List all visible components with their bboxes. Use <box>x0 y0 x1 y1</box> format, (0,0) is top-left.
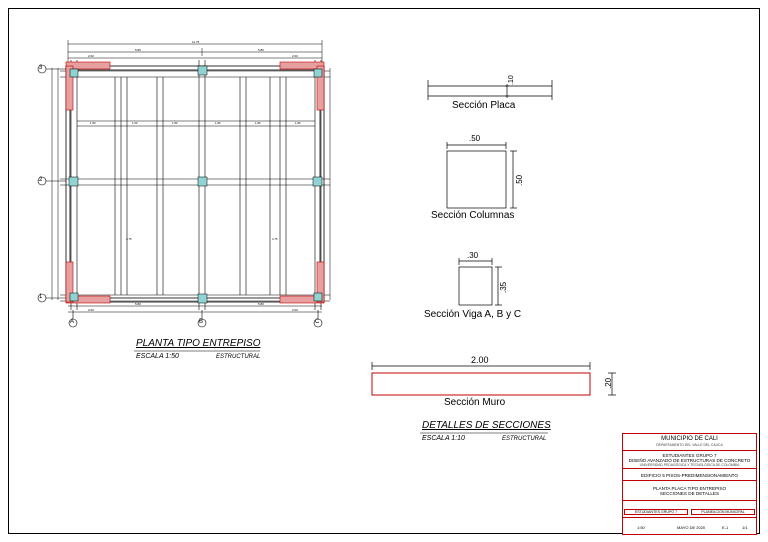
department: DEPARTAMENTO DEL VALLE DEL CAUCA <box>656 443 723 447</box>
axis-label-1: 1 <box>39 294 43 300</box>
approver: PLANEACIÓN MUNICIPAL <box>691 509 755 515</box>
svg-text:1.80: 1.80 <box>172 121 178 125</box>
axis-label-2: 2 <box>39 177 43 183</box>
title-block-students-row: ESTUDIANTES GRUPO 7 DISEÑO AVANZADO DE E… <box>623 451 756 469</box>
section-viga-label: Sección Viga A, B y C <box>424 309 522 320</box>
svg-text:2.00: 2.00 <box>88 54 94 58</box>
designer: ESTUDIANTES GRUPO 7 <box>624 509 688 515</box>
students: ESTUDIANTES GRUPO 7 <box>662 453 717 458</box>
columnas-width-dim: .50 <box>469 134 481 143</box>
svg-text:1.00: 1.00 <box>132 121 138 125</box>
svg-text:1.80: 1.80 <box>215 121 221 125</box>
svg-text:5.80: 5.80 <box>135 48 141 52</box>
svg-text:5.80: 5.80 <box>258 302 264 306</box>
svg-text:2.00: 2.00 <box>292 308 298 312</box>
details-title: DETALLES DE SECCIONES <box>422 420 551 431</box>
muro-width-dim: 2.00 <box>471 355 489 365</box>
axis-label-c: C <box>315 319 320 325</box>
sheet-total-value: 1/1 <box>742 525 748 530</box>
muro-height-dim: .20 <box>604 377 613 389</box>
municipality: MUNICIPIO DE CALI <box>661 436 718 442</box>
details-discipline: ESTRUCTURAL <box>502 436 547 442</box>
plan-title: PLANTA TIPO ENTREPISO <box>136 338 261 349</box>
svg-text:1.80: 1.80 <box>295 121 301 125</box>
svg-text:4.75: 4.75 <box>272 237 278 241</box>
title-block-municipality-row: MUNICIPIO DE CALI DEPARTAMENTO DEL VALLE… <box>623 434 756 451</box>
viga-height-dim: .35 <box>499 281 508 293</box>
title-block-content-row: PLANTA PLACA TIPO ENTREPISO SECCIONES DE… <box>623 481 756 501</box>
title-block-signatures-row: ESTUDIANTES GRUPO 7 PLANEACIÓN MUNICIPAL <box>623 501 756 518</box>
axis-label-b: B <box>199 319 204 325</box>
title-block-project-row: EDIFICIO 5 PISOS-PREDIMENSIONAMIENTO <box>623 469 756 481</box>
viga-width-dim: .30 <box>467 251 479 260</box>
university: UNIVERSIDAD PEDAGÓGICA Y TECNOLÓGICA DE … <box>639 463 740 467</box>
axis-label-a: A <box>70 319 75 325</box>
axis-label-3: 3 <box>39 65 43 71</box>
details-scale: ESCALA 1:10 <box>422 435 465 442</box>
content-line-2: SECCIONES DE DETALLES <box>659 491 720 496</box>
svg-text:1.80: 1.80 <box>255 121 261 125</box>
plan-discipline: ESTRUCTURAL <box>216 354 261 360</box>
placa-dim: .10 <box>508 75 515 85</box>
svg-text:4.75: 4.75 <box>126 237 132 241</box>
title-block: MUNICIPIO DE CALI DEPARTAMENTO DEL VALLE… <box>622 433 757 535</box>
svg-text:11.75: 11.75 <box>192 40 200 44</box>
section-muro-label: Sección Muro <box>444 397 506 408</box>
scale-value: 1:50 <box>637 525 645 530</box>
section-columnas-label: Sección Columnas <box>431 210 515 221</box>
plan-scale: ESCALA 1:50 <box>136 353 179 360</box>
columnas-height-dim: .50 <box>515 174 524 186</box>
svg-text:2.00: 2.00 <box>88 308 94 312</box>
project: EDIFICIO 5 PISOS-PREDIMENSIONAMIENTO <box>641 473 738 478</box>
content-line-1: PLANTA PLACA TIPO ENTREPISO <box>652 486 727 491</box>
svg-text:2.00: 2.00 <box>292 54 298 58</box>
section-placa-label: Sección Placa <box>452 100 516 111</box>
date-value: MAYO DE 2020 <box>677 525 706 530</box>
svg-text:5.80: 5.80 <box>135 302 141 306</box>
svg-text:5.80: 5.80 <box>258 48 264 52</box>
sheet-value: E-1 <box>722 525 729 530</box>
course: DISEÑO AVANZADO DE ESTRUCTURAS DE CONCRE… <box>628 458 751 463</box>
title-block-info-row: 1:50 MAYO DE 2020 E-1 1/1 <box>623 518 756 534</box>
svg-text:1.80: 1.80 <box>90 121 96 125</box>
